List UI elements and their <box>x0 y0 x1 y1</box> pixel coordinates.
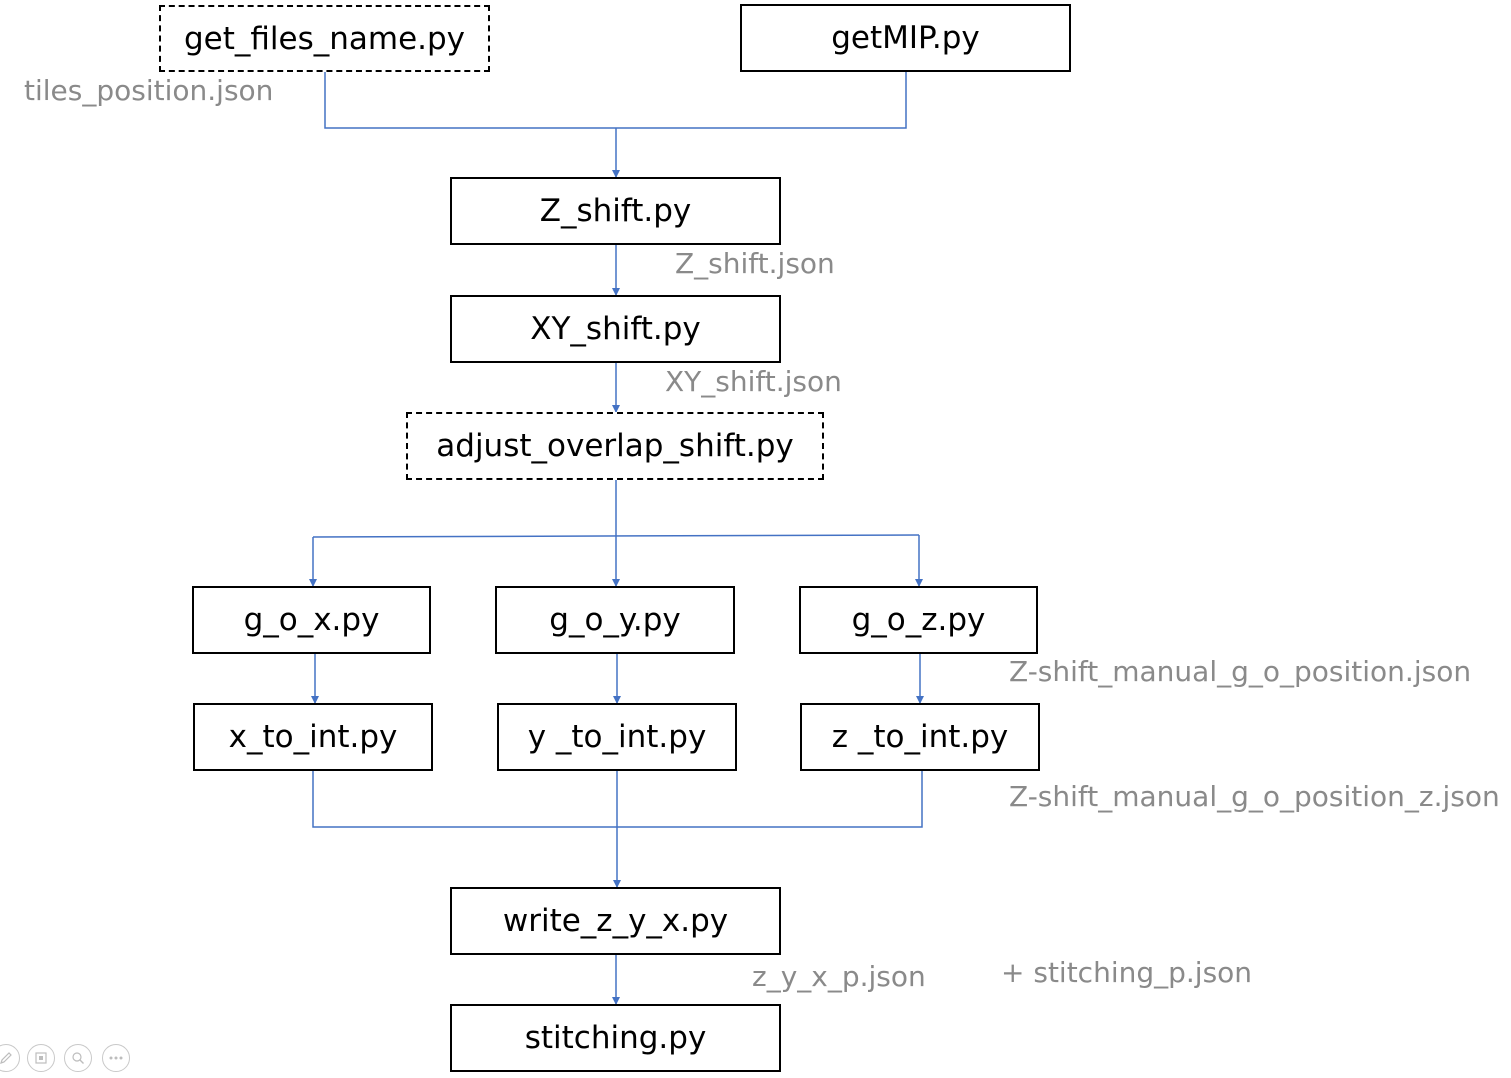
node-g-o-z[interactable]: g_o_z.py <box>799 586 1038 654</box>
label-z-y-x-p-json: z_y_x_p.json <box>752 960 926 993</box>
node-x-to-int[interactable]: x_to_int.py <box>193 703 433 771</box>
label-stitching-p-json: + stitching_p.json <box>1001 956 1253 989</box>
node-g-o-x[interactable]: g_o_x.py <box>192 586 431 654</box>
pen-icon[interactable] <box>0 1044 20 1072</box>
connector-split-horizontal <box>312 534 920 538</box>
connector-getmip-to-merge <box>616 72 907 129</box>
connector-get-files-name-to-merge <box>324 72 616 129</box>
node-g-o-y[interactable]: g_o_y.py <box>495 586 735 654</box>
node-getmip[interactable]: getMIP.py <box>740 4 1071 72</box>
label-z-shift-json: Z_shift.json <box>675 247 835 280</box>
node-stitching[interactable]: stitching.py <box>450 1004 781 1072</box>
node-write-z-y-x[interactable]: write_z_y_x.py <box>450 887 781 955</box>
slides-icon[interactable] <box>27 1044 55 1072</box>
node-adjust-overlap-shift[interactable]: adjust_overlap_shift.py <box>406 412 824 480</box>
more-icon[interactable] <box>102 1044 130 1072</box>
label-xy-shift-json: XY_shift.json <box>665 365 842 398</box>
node-z-to-int[interactable]: z _to_int.py <box>800 703 1040 771</box>
node-get-files-name[interactable]: get_files_name.py <box>159 5 490 72</box>
node-y-to-int[interactable]: y _to_int.py <box>497 703 737 771</box>
zoom-icon[interactable] <box>64 1044 92 1072</box>
node-xy-shift[interactable]: XY_shift.py <box>450 295 781 363</box>
label-tiles-position-json: tiles_position.json <box>24 74 274 107</box>
node-z-shift[interactable]: Z_shift.py <box>450 177 781 245</box>
label-manual-position-json: Z-shift_manual_g_o_position.json <box>1009 655 1472 688</box>
label-manual-position-z-json: Z-shift_manual_g_o_position_z.json <box>1009 780 1500 813</box>
